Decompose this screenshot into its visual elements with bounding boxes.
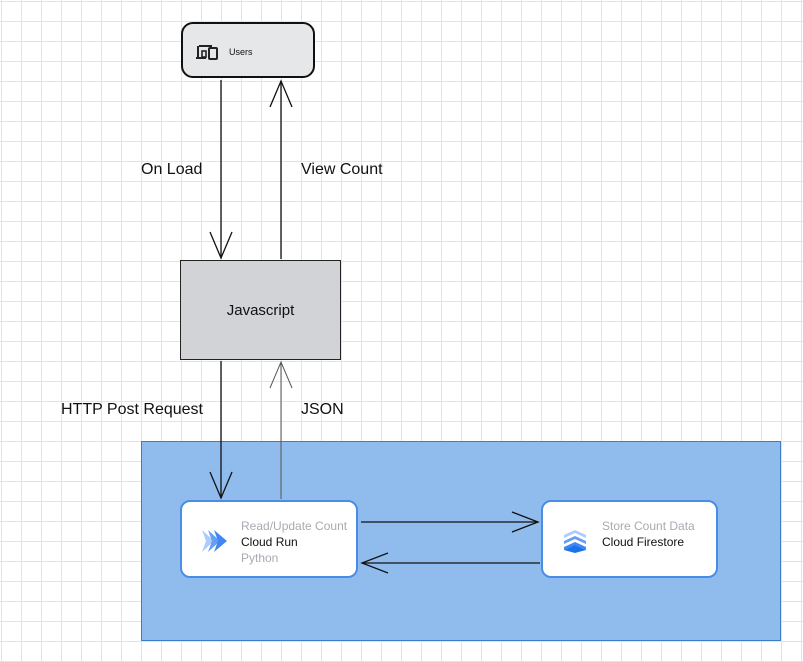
edge-json <box>269 360 293 499</box>
users-node[interactable]: Users <box>181 22 315 78</box>
edge-label-on-load: On Load <box>141 161 203 178</box>
users-label: Users <box>229 47 253 57</box>
cloud-run-name: Cloud Run <box>241 535 298 549</box>
edge-view-count <box>269 79 293 259</box>
edge-run-to-firestore <box>361 511 540 533</box>
cloud-run-icon <box>200 528 228 554</box>
edge-on-load <box>209 80 233 260</box>
firestore-icon <box>561 528 589 554</box>
edge-http-post <box>209 361 233 500</box>
firestore-subtitle: Store Count Data <box>602 519 695 533</box>
firestore-name: Cloud Firestore <box>602 535 685 549</box>
javascript-label: Javascript <box>226 301 295 319</box>
edge-firestore-to-run <box>360 552 540 574</box>
edge-label-view-count: View Count <box>301 161 383 178</box>
cloud-run-card[interactable]: Read/Update Count Cloud Run Python <box>180 500 358 578</box>
cloud-run-detail: Python <box>241 551 279 565</box>
javascript-node[interactable]: Javascript <box>180 260 341 360</box>
edge-label-http-post: HTTP Post Request <box>61 401 203 418</box>
cloud-run-subtitle: Read/Update Count <box>241 519 348 533</box>
devices-icon <box>194 43 220 61</box>
edge-label-json: JSON <box>301 401 344 418</box>
firestore-card[interactable]: Store Count Data Cloud Firestore <box>541 500 718 578</box>
